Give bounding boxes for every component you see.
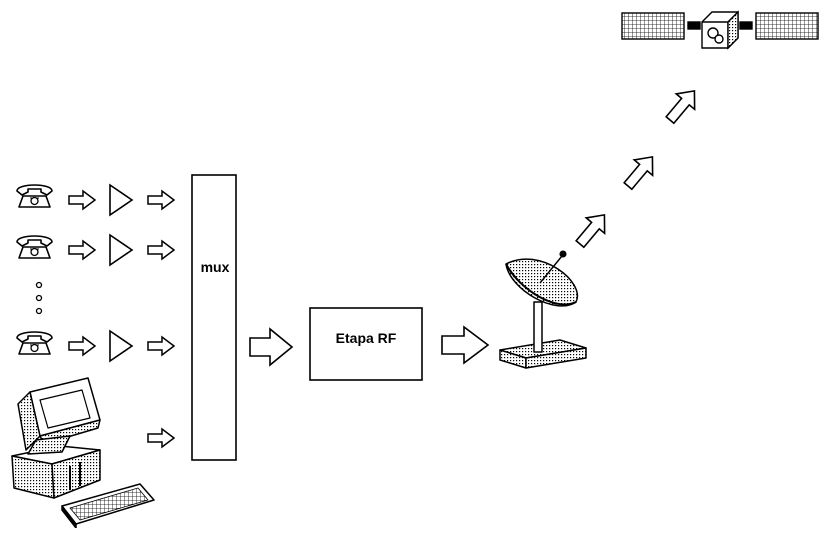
- hollow-arrow-icon: [69, 241, 95, 259]
- hollow-arrow-icon: [148, 191, 174, 209]
- hollow-arrow-icon: [69, 191, 95, 209]
- hollow-arrow-icon: [442, 327, 488, 363]
- mux-label: mux: [193, 259, 237, 275]
- hollow-arrow-icon: [148, 429, 174, 447]
- amplifier-triangle-icon: [110, 185, 132, 215]
- uplink-arrow-icon: [619, 149, 662, 194]
- amplifier-triangle-icon: [110, 331, 132, 361]
- satellite-icon: [622, 12, 818, 48]
- satellite-dish-icon: [500, 251, 586, 368]
- ellipsis-dots: [37, 283, 42, 314]
- telephone-icon: [17, 332, 52, 354]
- hollow-arrow-icon: [148, 337, 174, 355]
- telephone-icon: [17, 236, 52, 258]
- uplink-arrow-icon: [661, 83, 704, 128]
- computer-icon: [12, 378, 154, 528]
- mux-block: [192, 175, 236, 460]
- hollow-arrow-icon: [250, 329, 292, 365]
- amplifier-triangle-icon: [110, 235, 132, 265]
- uplink-arrow-icon: [571, 207, 614, 252]
- hollow-arrow-icon: [69, 337, 95, 355]
- rf-stage-label: Etapa RF: [310, 330, 422, 346]
- hollow-arrow-icon: [148, 241, 174, 259]
- telephone-icon: [17, 185, 52, 207]
